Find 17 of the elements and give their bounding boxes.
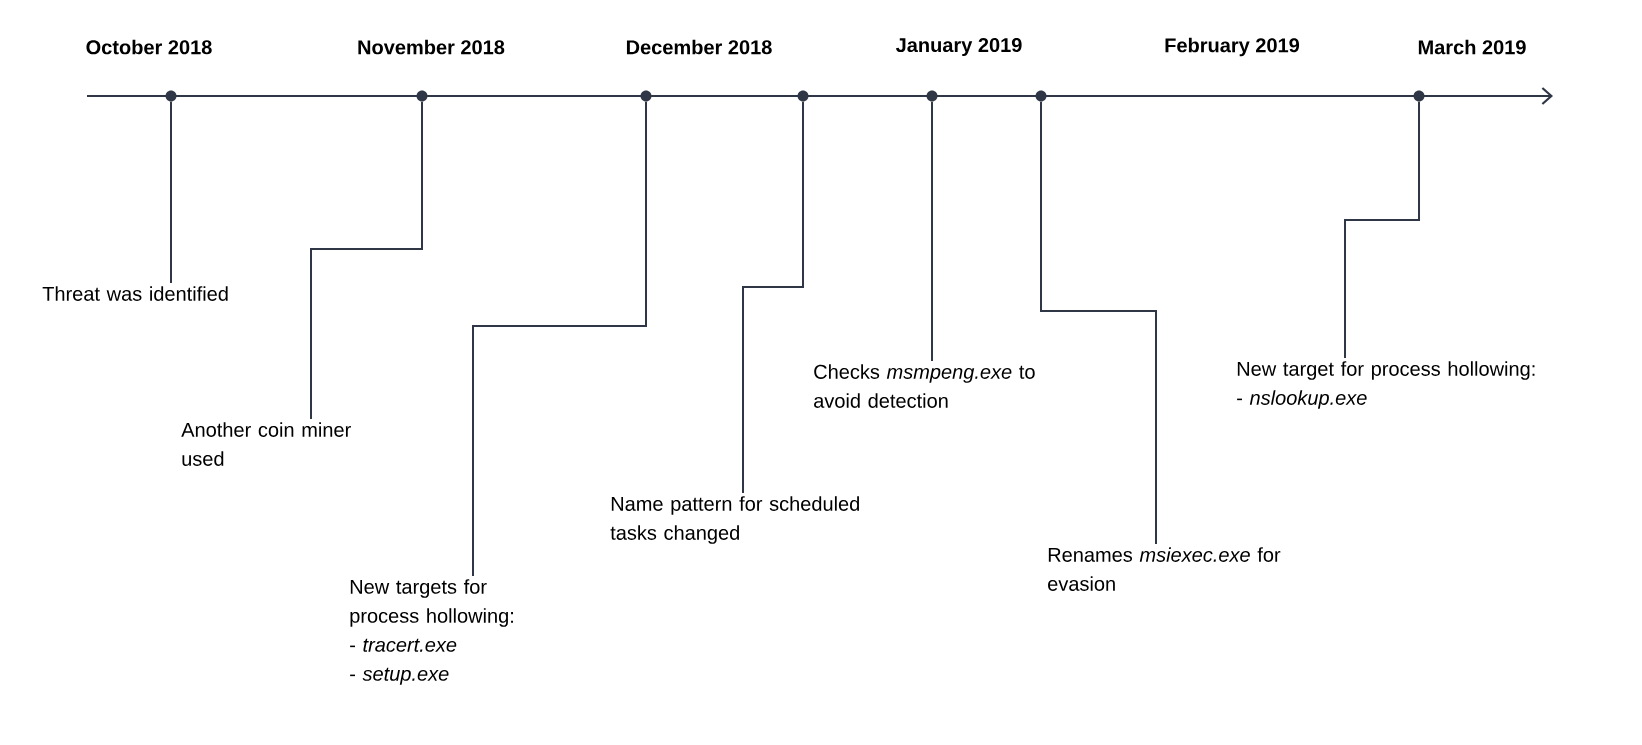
leader-line [1040, 100, 1157, 545]
event-text: Another coin miner used [181, 422, 351, 466]
leader-line [472, 100, 647, 577]
leader-line [170, 100, 172, 284]
leader-line [742, 100, 804, 494]
leader-line [931, 100, 933, 362]
event-text: Checks msmpeng.exe to avoid detection [814, 364, 1035, 408]
event-text: New target for process hollowing: - nslookup.exe [1237, 361, 1535, 409]
month-label: February 2019 [1165, 37, 1300, 57]
month-label: January 2019 [895, 37, 1022, 57]
event-text: Renames msiexec.exe for evasion [1048, 547, 1281, 591]
event-text: Name pattern for scheduled tasks changed [610, 496, 859, 544]
month-label: December 2018 [626, 39, 772, 55]
leader-line [1344, 100, 1420, 359]
event-text: New targets for process hollowing: - tracert.exe - setup.exe [350, 579, 513, 685]
leader-line [310, 100, 423, 420]
event-text: Threat was identified [42, 286, 228, 301]
